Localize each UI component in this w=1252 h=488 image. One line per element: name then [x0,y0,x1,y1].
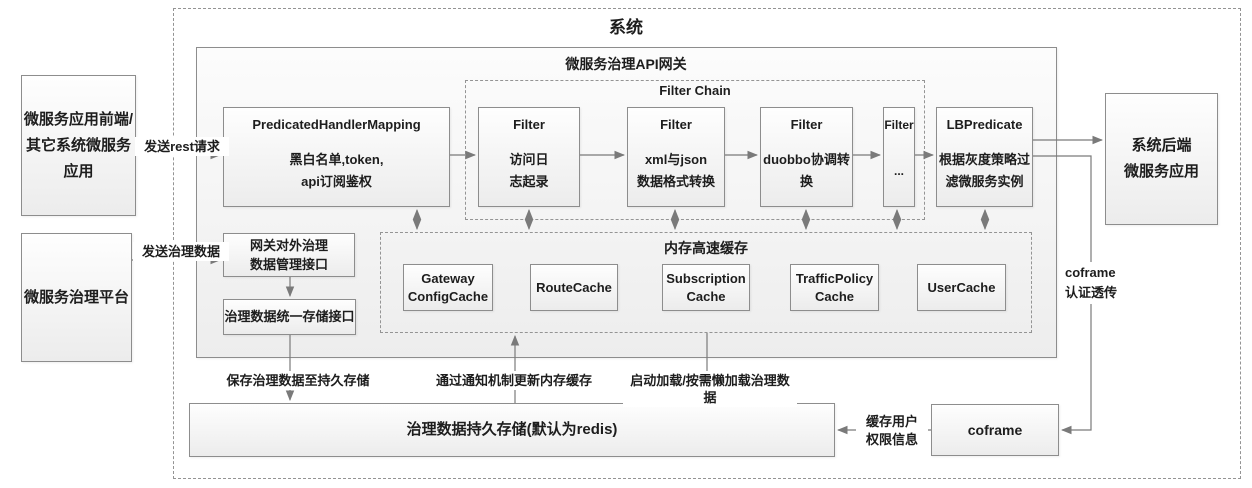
node-title: Filter [884,118,914,132]
node-text: 网关对外治理 [249,238,328,253]
node-filter-access-log: Filter 访问日 志起录 [478,107,580,207]
node-title: Filter [513,117,545,132]
node-traffic-policy-cache: TrafficPolicy Cache [790,264,879,311]
node-backend-app: 系统后端 微服务应用 [1105,93,1218,225]
node-governance-platform: 微服务治理平台 [21,233,132,362]
node-text: 系统后端 [1131,137,1192,154]
node-filter-xml-json: Filter xml与json 数据格式转换 [627,107,725,207]
node-title: LBPredicate [946,117,1023,132]
node-filter-dubbo: Filter duobbo协调转 换 [760,107,853,207]
node-text: duobbo协调转 [763,152,850,167]
node-text: 根据灰度策略过 [938,152,1030,167]
node-text: 志起录 [509,174,549,189]
node-persistent-storage: 治理数据持久存储(默认为redis) [189,403,835,457]
filter-chain-group [465,80,925,220]
gateway-title: 微服务治理API网关 [565,56,687,72]
edge-label-cache-user-perm: 缓存用户 权限信息 [856,412,928,450]
node-title: Filter [660,117,692,132]
edge-label-send-governance-data: 发送治理数据 [133,242,229,261]
edge-label-save-to-storage: 保存治理数据至持久存储 [201,371,395,390]
node-subscription-cache: Subscription Cache [662,264,750,311]
filter-chain-title: Filter Chain [659,83,731,98]
edge-label-load-on-start: 启动加载/按需懒加载治理数据 [623,371,797,407]
node-filter-more: Filter ... [883,107,915,207]
node-text: Cache [814,288,855,304]
node-text: 微服务应用前端/ [23,110,134,128]
node-text: Subscription [666,270,746,286]
node-text: 数据管理接口 [249,257,328,272]
node-text: UserCache [927,279,996,295]
node-predicated-handler-mapping: PredicatedHandlerMapping 黑白名单,token, api… [223,107,450,207]
node-text: RouteCache [536,279,612,295]
node-lb-predicate: LBPredicate 根据灰度策略过 滤微服务实例 [936,107,1033,207]
node-text: Gateway [421,270,475,286]
edge-label-notify-update-cache: 通过通知机制更新内存缓存 [429,371,599,390]
node-text: 应用 [63,162,94,180]
system-title: 系统 [609,18,643,37]
node-gateway-config-cache: Gateway ConfigCache [403,264,493,311]
node-text: 微服务治理平台 [23,288,129,306]
node-user-cache: UserCache [917,264,1006,311]
node-storage-api: 治理数据统一存储接口 [223,299,356,335]
edge-label-send-rest: 发送rest请求 [135,137,229,156]
node-text: ... [893,164,904,178]
node-text: 滤微服务实例 [945,174,1024,189]
node-text: 黑白名单,token, [289,152,384,167]
node-gateway-admin-api: 网关对外治理 数据管理接口 [223,233,355,277]
node-text: api订阅鉴权 [301,174,372,189]
edge-label-coframe-auth: coframe 认证透传 [1063,262,1133,304]
node-title: PredicatedHandlerMapping [252,117,421,132]
node-text: 治理数据统一存储接口 [224,309,355,324]
node-text: TrafficPolicy [795,270,874,286]
node-text: Cache [686,288,726,304]
node-text: 微服务应用 [1123,163,1199,180]
node-route-cache: RouteCache [530,264,618,311]
node-frontend-app: 微服务应用前端/ 其它系统微服务 应用 [21,75,136,216]
node-text: 访问日 [509,152,549,167]
node-text: ConfigCache [407,288,489,304]
node-text: xml与json [644,152,708,167]
memory-cache-group [380,232,1032,333]
node-text: 其它系统微服务 [25,136,131,154]
node-text: 换 [799,174,813,189]
node-text: 治理数据持久存储(默认为redis) [406,421,618,438]
node-text: 数据格式转换 [636,174,715,189]
memory-cache-title: 内存高速缓存 [664,240,748,256]
node-title: Filter [790,117,823,132]
node-text: coframe [967,422,1023,438]
node-coframe: coframe [931,404,1059,456]
